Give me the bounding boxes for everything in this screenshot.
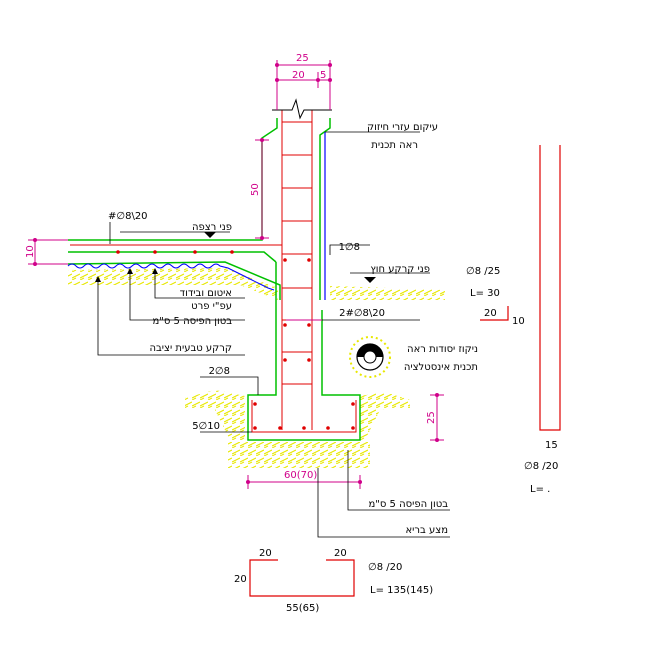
soil-under-footing (228, 442, 370, 468)
bar-l-length: L= 30 (470, 288, 500, 299)
bar-u-seg-3: 20 (234, 574, 247, 585)
dim-top-total: 25 (296, 53, 309, 64)
label-wall-bars: עיקום עזרי חיזוק (367, 122, 438, 133)
dim-footing-height: 25 (426, 411, 437, 424)
bar-shape-u: 20 20 20 55(65) ∅8 /20 L= 135(145) (234, 548, 433, 614)
soil-right-footing (360, 392, 410, 440)
bar-u-seg-4: 55(65) (286, 603, 319, 614)
bar-l-spec: ∅8 /25 (466, 266, 500, 277)
label-top-bars: 2∅8 (209, 366, 230, 377)
dim-footing-width: 60(70) (284, 470, 317, 481)
label-virgin-soil: מצע בריא (405, 525, 448, 536)
bar-l-seg-1: 20 (484, 308, 497, 319)
label-blinding-1: בטון הפיסה 5 ס"מ (152, 316, 232, 327)
bar-u-seg-2: 20 (334, 548, 347, 559)
bar-u-spec: ∅8 /20 (368, 562, 402, 573)
dimension-lines (28, 60, 444, 489)
label-wall-bars-sub: ראה תכנית (371, 140, 418, 151)
label-floor-surface: פני רצפה (192, 222, 232, 233)
bar-shape-straight: 15 ∅8 /20 L= . (524, 145, 561, 495)
insulation-wave (67, 263, 275, 291)
dim-top-right: 5 (320, 70, 326, 81)
soil-left-footing (185, 390, 245, 440)
label-membrane-2: עפ"י פרט (191, 301, 232, 312)
label-ground-surface: פני קרקע חוץ (370, 264, 430, 275)
bar-straight-seg: 15 (545, 440, 558, 451)
leader-arrows (95, 232, 376, 283)
rebar-dots (116, 250, 355, 430)
bar-straight-spec: ∅8 /20 (524, 461, 558, 472)
label-natural-soil: קרקע טבעית יציבה (149, 343, 232, 354)
bar-u-seg-1: 20 (259, 548, 272, 559)
label-bottom-bars: 5∅10 (192, 421, 220, 432)
label-membrane-1: איטום ובידוד (180, 288, 232, 299)
dim-top-left: 20 (292, 70, 305, 81)
bar-shape-l: ∅8 /25 L= 30 20 10 (466, 266, 525, 327)
dimension-ticks (33, 63, 439, 484)
soil-outside (330, 286, 445, 300)
bar-l-seg-2: 10 (512, 316, 525, 327)
rebar (70, 110, 357, 433)
label-l-bar: 1∅8 (339, 242, 360, 253)
bar-straight-length: L= . (530, 484, 550, 495)
break-mark (272, 98, 332, 120)
bar-u-length: L= 135(145) (370, 585, 433, 596)
drain-pipe-symbol (349, 336, 391, 378)
label-drain-1: ניקוז יסודות ראה (407, 344, 478, 355)
dim-slab-thickness: 10 (25, 245, 36, 258)
label-slab-bars: #∅8\20 (108, 211, 148, 222)
soil-under-slab (68, 268, 278, 300)
soil-hatch (68, 268, 445, 468)
label-blinding-2: בטון הפיסה 5 ס"מ (368, 499, 448, 510)
leader-lines (97, 131, 450, 538)
label-stirrups: 2#∅8\20 (339, 308, 385, 319)
dim-wall-height: 50 (250, 183, 261, 196)
label-drain-2: תכנית אינסטלציה (404, 362, 478, 373)
